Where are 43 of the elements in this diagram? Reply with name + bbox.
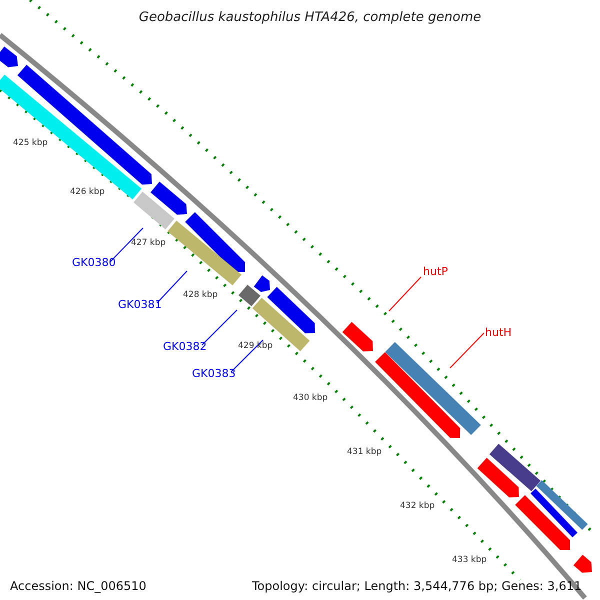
gene-feature xyxy=(375,352,460,438)
scale-label: 433 kbp xyxy=(452,556,487,564)
gene-feature xyxy=(252,298,310,352)
scale-label: 427 kbp xyxy=(131,239,166,248)
gene-feature xyxy=(0,46,18,68)
leader-line xyxy=(450,332,484,368)
gene-feature xyxy=(0,74,142,200)
leader-line xyxy=(388,276,422,312)
scale-label: 425 kbp xyxy=(13,139,48,148)
gene-feature xyxy=(267,286,315,334)
gene-label: GK0382 xyxy=(163,341,207,352)
leader-line xyxy=(230,340,264,372)
footer-text: Accession: NC_006510 xyxy=(10,580,146,592)
leader-line xyxy=(110,228,144,262)
scale-label: 428 kbp xyxy=(183,291,218,300)
gene-feature xyxy=(385,342,481,435)
gene-feature xyxy=(530,488,578,538)
gene-feature xyxy=(477,458,519,498)
gene-label: GK0381 xyxy=(118,299,162,310)
gene-label: hutP xyxy=(423,266,448,277)
gene-label: GK0380 xyxy=(72,257,116,268)
scale-label: 432 kbp xyxy=(400,502,435,510)
gene-feature xyxy=(489,444,541,492)
gene-feature xyxy=(168,220,242,286)
gene-feature xyxy=(150,182,187,215)
footer-text: Topology: circular; Length: 3,544,776 bp; Genes: 3,611 xyxy=(252,580,582,592)
gene-feature xyxy=(238,284,260,306)
gene-feature xyxy=(185,212,245,272)
gene-label: hutH xyxy=(485,327,512,338)
leader-line xyxy=(156,270,188,304)
gene-label: GK0383 xyxy=(192,368,236,379)
scale-label: 429 kbp xyxy=(238,342,273,350)
gene-feature xyxy=(254,275,270,292)
gene-feature xyxy=(573,554,592,573)
gene-feature xyxy=(515,495,570,550)
scale-label: 431 kbp xyxy=(347,448,382,456)
title: Geobacillus kaustophilus HTA426, complete genome xyxy=(138,11,482,24)
leader-line xyxy=(202,310,238,346)
gene-feature xyxy=(342,322,373,352)
gene-feature xyxy=(536,480,588,530)
scale-label: 430 kbp xyxy=(293,394,328,402)
gene-feature xyxy=(134,192,174,230)
scale-label: 426 kbp xyxy=(70,188,105,196)
